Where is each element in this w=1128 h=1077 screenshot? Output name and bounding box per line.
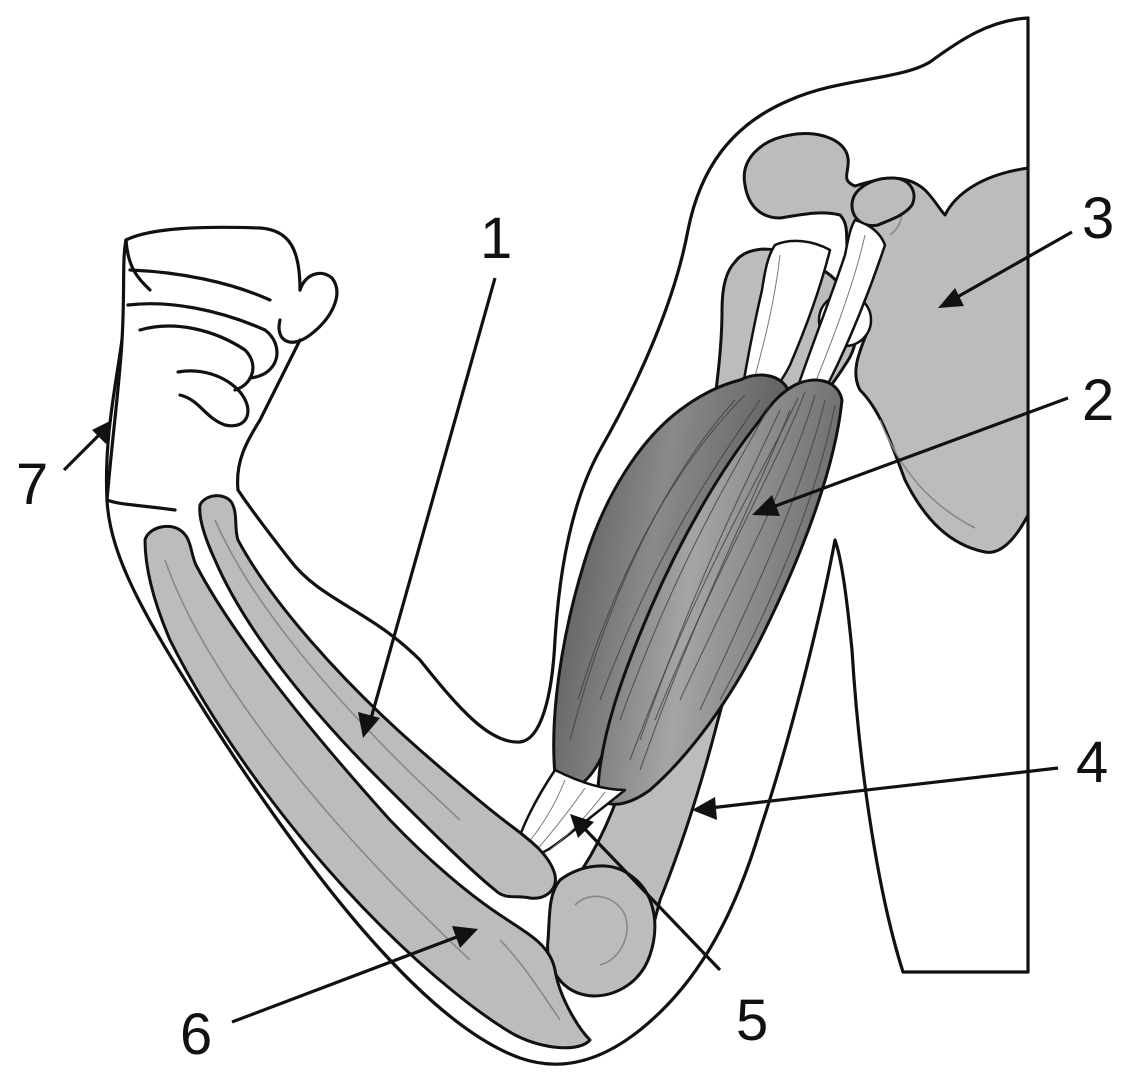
muscle-fibers [569,391,836,771]
label-1: 1 [480,206,512,271]
radius [198,494,557,900]
body-outline [104,16,1030,1066]
arrow-1 [368,277,497,723]
arrow-3-head [938,288,964,308]
arrow-4-head [692,797,717,820]
label-7: 7 [16,452,48,517]
label-3: 3 [1082,186,1114,251]
arrow-7-head [92,420,112,444]
label-arrows [62,230,1073,1024]
biceps-lower-tendon [513,768,627,858]
label-2: 2 [1082,368,1114,433]
arrow-3 [951,230,1073,302]
arrow-6 [231,933,463,1024]
arrow-2-head [752,495,780,516]
arrow-7 [62,430,104,472]
label-6: 6 [180,1002,212,1067]
arrow-5-head [570,814,594,838]
fist [105,238,339,512]
label-4: 4 [1076,730,1108,795]
ulna [143,524,592,1050]
arrow-2 [769,396,1069,510]
arrow-6-head [452,926,478,948]
biceps-muscle [552,373,844,806]
number-labels: 1 2 3 4 5 6 7 [16,186,1114,1067]
arrow-1-head [358,712,380,738]
arrow-4 [709,766,1059,810]
arrow-5 [580,824,722,972]
label-5: 5 [736,988,768,1053]
